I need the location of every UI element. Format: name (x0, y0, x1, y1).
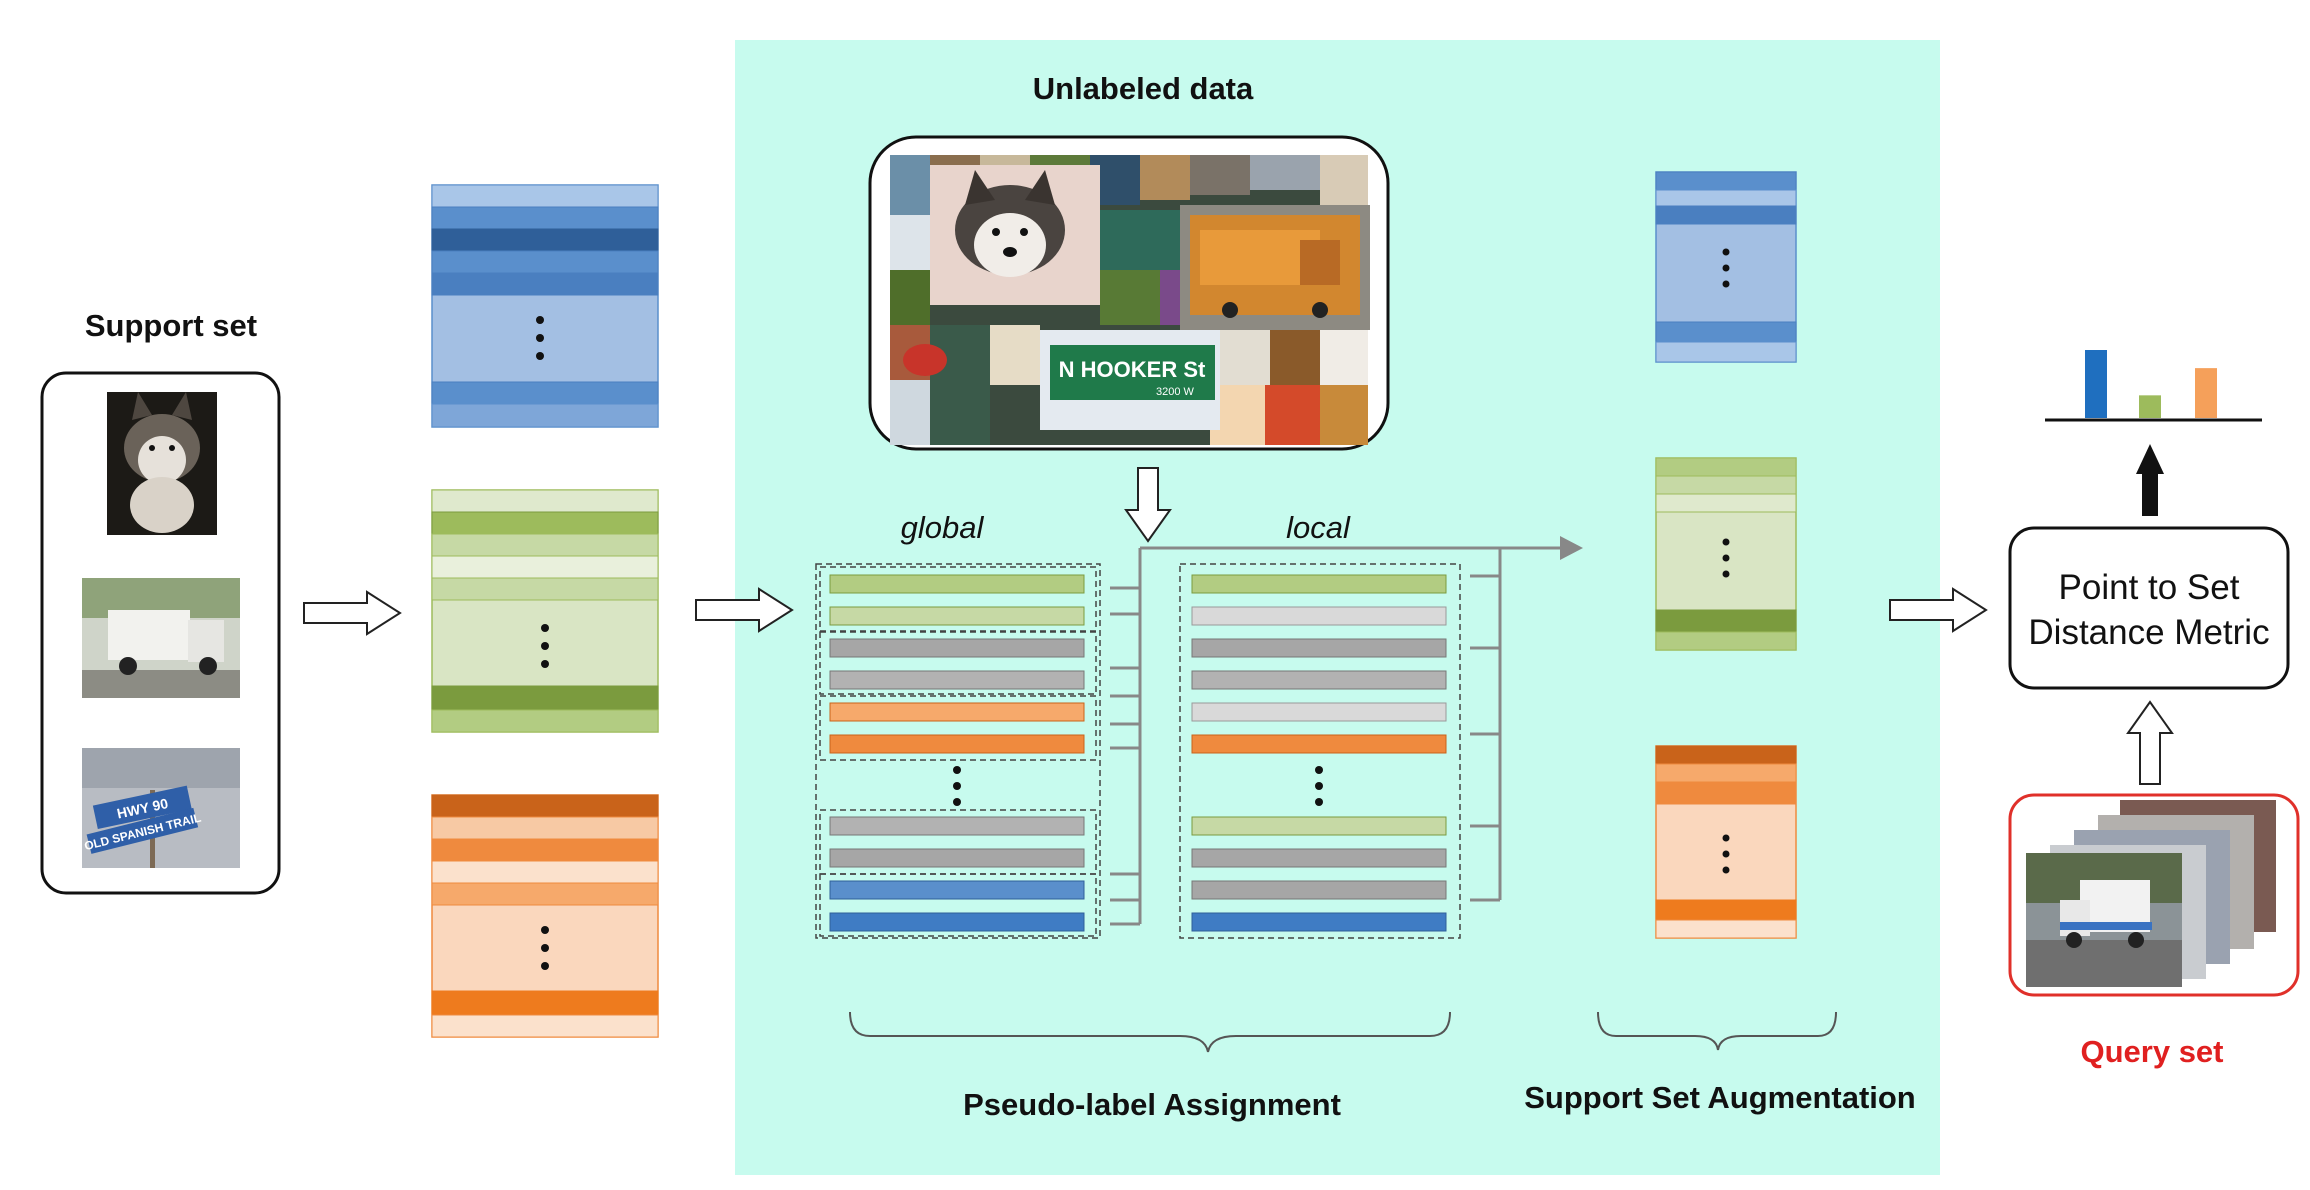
arrow-query-to-metric (2126, 700, 2174, 785)
score-histogram (2045, 350, 2262, 422)
feature-block-orange (431, 794, 659, 1038)
support-set-augmentation-label: Support Set Augmentation (1524, 1080, 1916, 1115)
support-image-dog (107, 392, 217, 535)
unlabeled-data-label: Unlabeled data (1033, 71, 1254, 106)
local-label: local (1286, 510, 1351, 545)
support-set-box (40, 371, 281, 895)
feature-block-green (431, 489, 659, 733)
arrow-metric-to-histogram-head (2136, 444, 2164, 474)
unlabeled-image-mosaic: N HOOKER St 3200 W (890, 155, 1370, 445)
arrow-features-to-global (695, 587, 794, 633)
global-bars (815, 563, 1101, 939)
sign-hooker-sub: 3200 W (1156, 386, 1195, 398)
arrow-augmentation-to-metric (1889, 587, 1988, 633)
query-image-stack (2026, 800, 2276, 987)
histogram-bar (2085, 350, 2107, 418)
histogram-bar (2195, 368, 2217, 418)
metric-box-line-2: Distance Metric (2028, 613, 2269, 652)
arrow-support-to-features (303, 590, 402, 636)
metric-box-line-1: Point to Set (2059, 568, 2240, 607)
sign-hooker-text: N HOOKER St (1059, 357, 1206, 382)
augmented-block-blue (1655, 171, 1797, 363)
local-bars (1179, 563, 1461, 939)
augmented-block-green (1655, 457, 1797, 651)
local-connectors (1140, 546, 1560, 902)
support-set-label: Support set (85, 308, 257, 343)
augmented-block-orange (1655, 745, 1797, 939)
feature-block-blue (431, 184, 659, 428)
arrow-metric-to-histogram-shaft (2142, 472, 2158, 516)
pseudo-label-assignment-label: Pseudo-label Assignment (963, 1087, 1341, 1122)
global-connectors (1110, 548, 1142, 926)
brace-pseudo-label (849, 1011, 1451, 1053)
arrow-unlabeled-down (1124, 467, 1172, 543)
histogram-bar (2139, 395, 2161, 418)
support-image-truck (82, 578, 240, 698)
support-image-sign: HWY 90 OLD SPANISH TRAIL (82, 748, 240, 868)
query-set-label: Query set (2080, 1034, 2223, 1069)
brace-augmentation (1597, 1011, 1837, 1051)
global-label: global (901, 510, 985, 545)
arrow-to-augmentation (1560, 536, 1583, 560)
distance-metric-box (2008, 526, 2290, 690)
